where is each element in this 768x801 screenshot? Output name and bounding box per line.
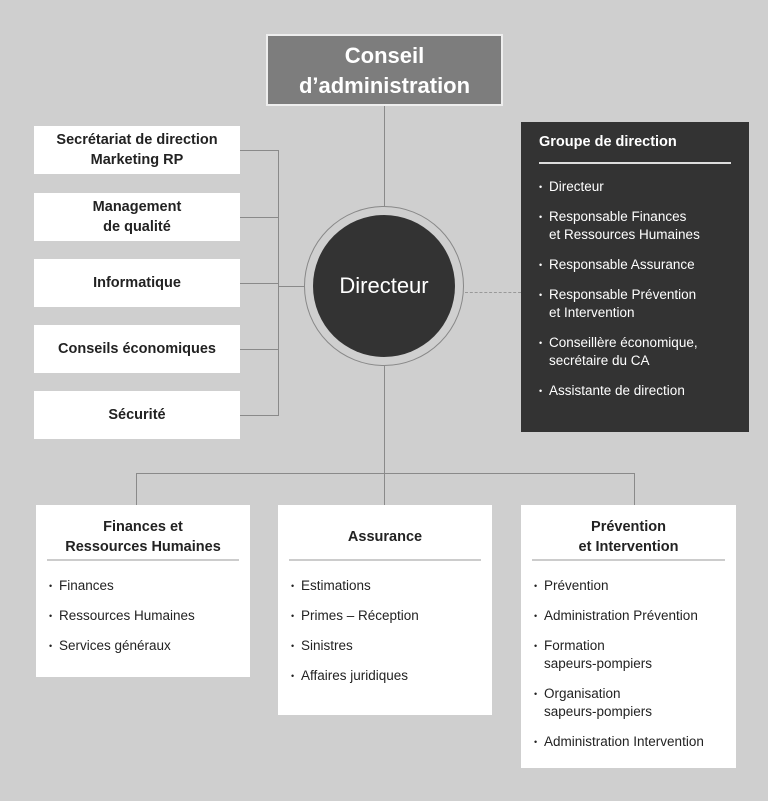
connector-left-trunk (278, 150, 279, 416)
dept-prevention-intervention: Prévention et Intervention PréventionAdmi… (521, 505, 736, 768)
dept-assurance: Assurance EstimationsPrimes – RéceptionS… (278, 505, 492, 715)
connector-left-to-director (278, 286, 305, 287)
list-item: Formation sapeurs-pompiers (534, 637, 725, 673)
board-title-line2: d’administration (298, 73, 471, 98)
dept-title: Assurance (289, 515, 481, 561)
list-item-text: Conseillère économique, (549, 335, 698, 350)
unit-label: Secrétariat de direction (56, 132, 218, 148)
list-item-text: Sinistres (301, 638, 353, 653)
list-item-text: Affaires juridiques (301, 668, 409, 683)
list-item: Primes – Réception (291, 607, 481, 625)
list-item: Organisation sapeurs-pompiers (534, 685, 725, 721)
list-item: Finances (49, 577, 239, 595)
unit-label: Conseils économiques (58, 341, 216, 357)
list-item-text: Organisation (544, 686, 621, 701)
list-item-text: sapeurs-pompiers (544, 656, 653, 671)
board-title-line1: Conseil (344, 43, 425, 68)
list-item: Services généraux (49, 637, 239, 655)
list-item: Ressources Humaines (49, 607, 239, 625)
list-item-text: et Intervention (549, 305, 635, 320)
list-item-text: et Ressources Humaines (549, 227, 700, 242)
director-node: Directeur (313, 215, 455, 357)
dept-title-line2: et Intervention (578, 539, 679, 555)
groupe-direction-panel: Groupe de direction DirecteurResponsable… (521, 122, 749, 432)
list-item: Affaires juridiques (291, 667, 481, 685)
list-item: Directeur (539, 178, 731, 196)
list-item-text: Responsable Prévention (549, 287, 697, 302)
connector-branch (240, 217, 278, 218)
dept-list: EstimationsPrimes – RéceptionSinistresAf… (289, 577, 481, 685)
list-item-text: Responsable Finances (549, 209, 687, 224)
list-item: Administration Prévention (534, 607, 725, 625)
director-label: Directeur (339, 273, 429, 298)
unit-label: Management (92, 199, 182, 215)
list-item-text: Administration Intervention (544, 734, 704, 749)
connector-branch (240, 415, 278, 416)
list-item: Responsable Assurance (539, 256, 731, 274)
connector-dept-left (136, 473, 137, 505)
unit-management-qualite: Management de qualité (34, 193, 240, 241)
connector-director-down (384, 366, 385, 505)
dept-title-line1: Assurance (347, 529, 423, 545)
list-item-text: sapeurs-pompiers (544, 704, 653, 719)
list-item-text: Assistante de direction (549, 383, 685, 398)
list-item-text: Administration Prévention (544, 608, 698, 623)
list-item-text: Ressources Humaines (59, 608, 195, 623)
list-item-text: secrétaire du CA (549, 353, 650, 368)
list-item-text: Prévention (544, 578, 609, 593)
list-item-text: Responsable Assurance (549, 257, 695, 272)
connector-branch (240, 150, 278, 151)
list-item: Prévention (534, 577, 725, 595)
dept-title: Finances et Ressources Humaines (47, 515, 239, 561)
group-list: DirecteurResponsable Finances et Ressourc… (539, 178, 731, 400)
group-title: Groupe de direction (539, 134, 731, 164)
connector-branch (240, 349, 278, 350)
list-item-text: Formation (544, 638, 605, 653)
unit-label: Informatique (93, 275, 181, 291)
list-item: Responsable Prévention et Intervention (539, 286, 731, 322)
list-item-text: Directeur (549, 179, 604, 194)
board-box: Conseil d’administration (266, 34, 503, 106)
unit-securite: Sécurité (34, 391, 240, 439)
list-item: Estimations (291, 577, 481, 595)
unit-label: Sécurité (108, 407, 166, 423)
connector-bottom-bar (136, 473, 635, 474)
list-item-text: Estimations (301, 578, 371, 593)
list-item: Responsable Finances et Ressources Humain… (539, 208, 731, 244)
dept-title-line1: Finances et (103, 519, 183, 535)
list-item-text: Finances (59, 578, 114, 593)
list-item-text: Services généraux (59, 638, 171, 653)
list-item: Administration Intervention (534, 733, 725, 751)
list-item-text: Primes – Réception (301, 608, 419, 623)
connector-board-director (384, 106, 385, 206)
dept-title-line1: Prévention (591, 519, 666, 535)
connector-branch (240, 283, 278, 284)
unit-label: de qualité (103, 219, 171, 235)
dept-title: Prévention et Intervention (532, 515, 725, 561)
dept-title-line2: Ressources Humaines (65, 539, 221, 555)
dept-list: FinancesRessources HumainesServices géné… (47, 577, 239, 655)
dept-list: PréventionAdministration PréventionForma… (532, 577, 725, 751)
connector-group-dashed (465, 292, 521, 293)
unit-informatique: Informatique (34, 259, 240, 307)
unit-conseils-economiques: Conseils économiques (34, 325, 240, 373)
connector-dept-right (634, 473, 635, 505)
list-item: Assistante de direction (539, 382, 731, 400)
list-item: Conseillère économique, secrétaire du CA (539, 334, 731, 370)
list-item: Sinistres (291, 637, 481, 655)
unit-label: Marketing RP (90, 152, 184, 168)
